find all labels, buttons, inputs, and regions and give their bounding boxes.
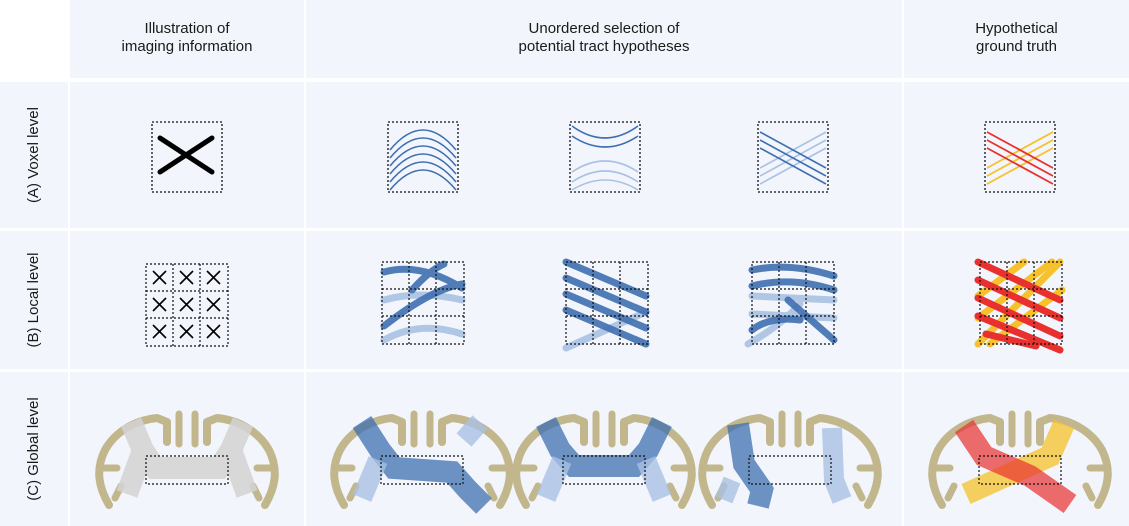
row-label-cell-voxel bbox=[0, 82, 68, 228]
header-col-hypotheses bbox=[306, 0, 902, 78]
voxel-hypothesis-3 bbox=[757, 121, 829, 193]
column-header-imaging: Illustration of imaging information bbox=[121, 20, 253, 55]
local-hypothesis-1 bbox=[380, 260, 466, 345]
panel-global-hypotheses bbox=[306, 372, 902, 526]
header-col-imaging bbox=[70, 0, 304, 78]
local-hypothesis-3 bbox=[744, 261, 838, 348]
voxel-ground-truth bbox=[984, 121, 1056, 193]
voxel-imaging-crossing-icon bbox=[151, 121, 223, 193]
local-hypothesis-2 bbox=[562, 258, 650, 352]
global-hypothesis-2-brain bbox=[516, 414, 692, 505]
column-header-hypotheses: Unordered selection of potential tract h… bbox=[518, 20, 690, 55]
panel-voxel-truth bbox=[904, 82, 1129, 228]
local-ground-truth bbox=[974, 258, 1066, 354]
row-label-cell-local bbox=[0, 231, 68, 369]
column-header-truth: Hypothetical ground truth bbox=[975, 20, 1058, 55]
row-label-cell-global bbox=[0, 372, 68, 526]
global-hypothesis-1-brain bbox=[334, 414, 510, 514]
local-imaging-grid bbox=[145, 263, 229, 347]
voxel-hypothesis-1 bbox=[387, 121, 459, 193]
global-hypothesis-3-brain bbox=[702, 414, 878, 506]
voxel-hypothesis-2 bbox=[569, 121, 641, 193]
header-col-truth bbox=[904, 0, 1129, 78]
global-imaging-brain bbox=[99, 414, 275, 505]
global-ground-truth-brain bbox=[932, 414, 1108, 514]
